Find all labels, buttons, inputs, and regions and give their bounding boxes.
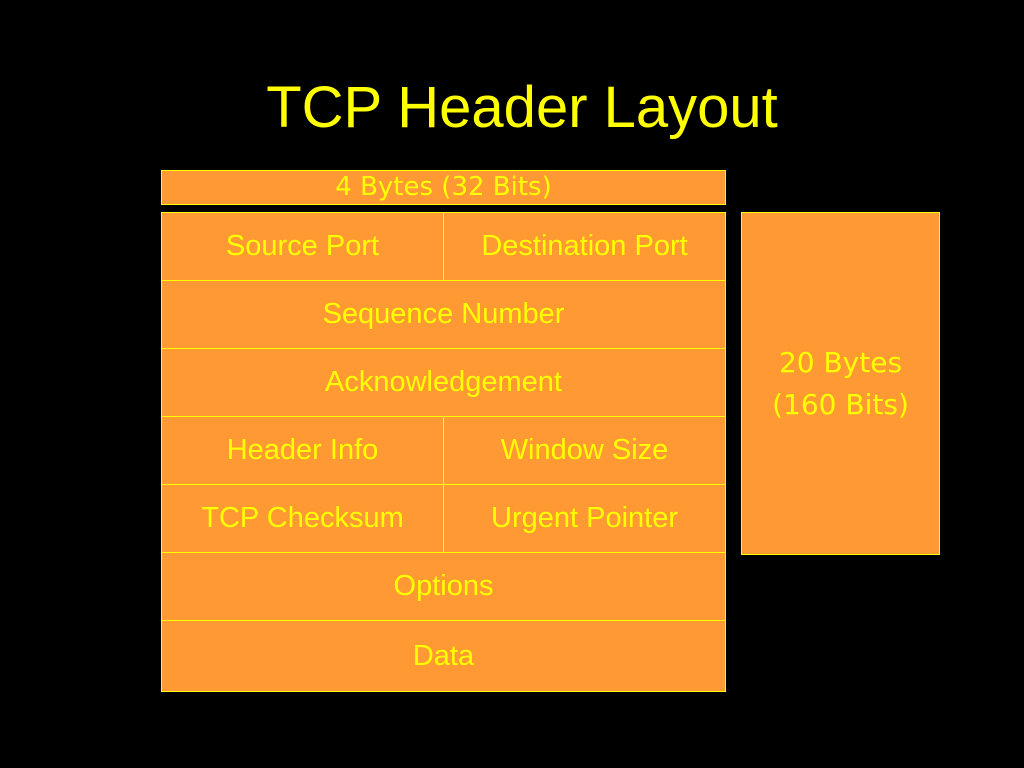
header-row-ports: Source Port Destination Port (162, 213, 725, 281)
word-width-label: 4 Bytes (32 Bits) (161, 170, 726, 205)
header-row-options: Options (162, 553, 725, 621)
field-source-port: Source Port (162, 213, 444, 280)
field-sequence-number: Sequence Number (322, 298, 565, 330)
header-row-checksum-urgent: TCP Checksum Urgent Pointer (162, 485, 725, 553)
header-row-acknowledgement: Acknowledgement (162, 349, 725, 417)
field-data: Data (412, 639, 475, 672)
header-row-data: Data (162, 621, 725, 691)
field-header-info: Header Info (162, 417, 444, 484)
header-row-info-window: Header Info Window Size (162, 417, 725, 485)
field-window-size: Window Size (500, 434, 669, 466)
field-options: Options (393, 570, 494, 602)
header-size-bytes: 20 Bytes (778, 345, 903, 379)
field-urgent-pointer: Urgent Pointer (491, 502, 678, 534)
field-tcp-checksum: TCP Checksum (162, 485, 444, 552)
field-destination-port: Destination Port (481, 230, 688, 262)
tcp-header-table: Source Port Destination Port Sequence Nu… (161, 212, 726, 692)
header-row-sequence: Sequence Number (162, 281, 725, 349)
header-size-bits: (160 Bits) (772, 387, 909, 421)
header-size-label: 20 Bytes (160 Bits) (741, 212, 940, 555)
field-acknowledgement: Acknowledgement (325, 366, 562, 398)
slide-title: TCP Header Layout (266, 75, 778, 140)
